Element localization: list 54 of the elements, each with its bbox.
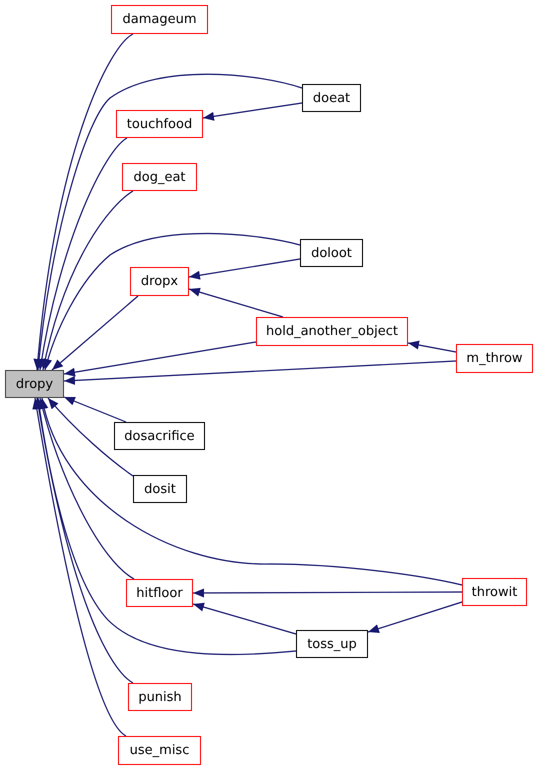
function-name: touchfood — [126, 116, 192, 132]
arrow — [193, 588, 462, 598]
arrow — [64, 396, 126, 423]
arrow — [41, 190, 134, 370]
function-name: toss_up — [307, 636, 357, 652]
function-box — [5, 370, 64, 398]
function-box — [126, 579, 193, 607]
function-name: doeat — [312, 90, 350, 106]
function-name: dosacrifice — [124, 428, 195, 444]
arrow — [188, 258, 300, 280]
arrow — [48, 398, 134, 476]
function-box — [118, 736, 201, 765]
function-name: punish — [138, 690, 182, 704]
arrow — [64, 341, 256, 377]
arrow — [34, 74, 302, 370]
function-box — [462, 578, 527, 606]
arrow — [368, 601, 462, 633]
function-name: hitfloor — [136, 586, 183, 600]
arrow — [38, 398, 134, 580]
function-box — [130, 267, 189, 296]
function-name: dog_eat — [133, 170, 186, 184]
arrow — [192, 602, 296, 635]
function-box — [128, 683, 192, 711]
function-box — [122, 163, 197, 191]
arrow — [408, 340, 456, 353]
function-name: hold_another_object — [266, 324, 398, 339]
function-name: damageum — [122, 12, 196, 27]
arrow — [40, 398, 462, 586]
function-box — [456, 344, 533, 373]
arrow — [44, 232, 300, 370]
function-box — [114, 422, 205, 450]
function-name: dosit — [144, 482, 176, 496]
arrow — [52, 296, 138, 370]
arrow — [188, 288, 284, 318]
arrow — [202, 102, 302, 121]
arrow — [37, 138, 128, 370]
function-box — [256, 317, 408, 346]
function-box — [296, 630, 368, 658]
arrow — [34, 34, 134, 370]
function-box — [302, 84, 361, 112]
function-name: dropx — [140, 274, 178, 289]
arrow — [35, 398, 296, 656]
arrow — [32, 398, 126, 736]
function-box — [111, 5, 208, 34]
function-name: throwit — [472, 584, 518, 600]
function-box — [133, 475, 187, 503]
arrow — [34, 398, 134, 684]
arrow — [64, 360, 456, 385]
function-name: dropy — [16, 376, 54, 392]
function-name: m_throw — [466, 351, 523, 366]
function-name: doloot — [311, 246, 352, 260]
function-box — [116, 110, 203, 138]
function-name: use_misc — [130, 743, 190, 758]
function-box — [300, 239, 363, 267]
